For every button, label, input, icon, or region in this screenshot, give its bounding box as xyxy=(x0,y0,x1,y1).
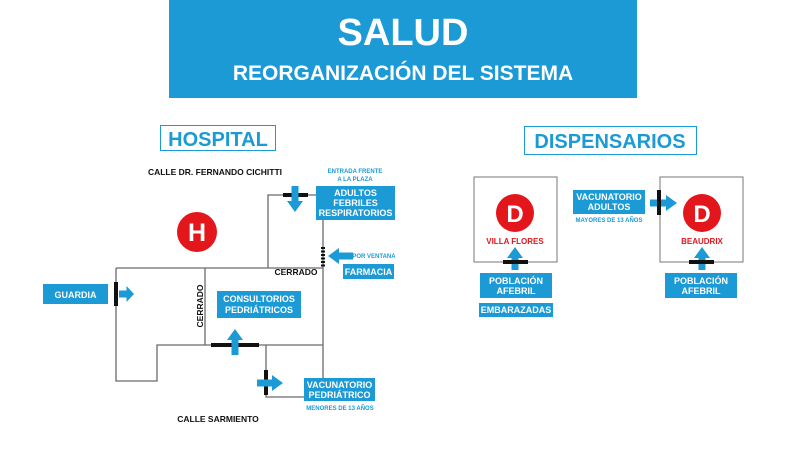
arrow-consultorios-icon xyxy=(227,329,243,355)
hospital-title: HOSPITAL xyxy=(168,129,268,151)
svg-text:POBLACIÓN: POBLACIÓN xyxy=(489,275,543,286)
svg-text:D: D xyxy=(506,201,523,228)
svg-text:D: D xyxy=(693,201,710,228)
street-top: CALLE DR. FERNANDO CICHITTI xyxy=(148,167,282,177)
vacunatorio-adultos-note: MAYORES DE 13 AÑOS xyxy=(576,217,643,224)
arrow-adultos-icon xyxy=(287,186,303,212)
arrow-villa-flores-icon xyxy=(507,247,523,270)
svg-text:PEDRIÁTRICO: PEDRIÁTRICO xyxy=(308,390,370,400)
adultos-febriles-box: ADULTOS FEBRILES RESPIRATORIOS xyxy=(316,186,395,220)
arrow-vacunatorio-icon xyxy=(257,375,283,391)
entrance-note-2: A LA PLAZA xyxy=(337,177,373,183)
svg-text:CONSULTORIOS: CONSULTORIOS xyxy=(223,294,295,304)
hospital-section: HOSPITAL CALLE DR. FERNANDO CICHITTI CAL… xyxy=(43,125,710,424)
svg-text:H: H xyxy=(188,219,206,247)
header-banner: SALUD REORGANIZACIÓN DEL SISTEMA xyxy=(169,0,637,98)
svg-text:PEDRIÁTRICOS: PEDRIÁTRICOS xyxy=(225,305,293,315)
beaudrix-name: BEAUDRIX xyxy=(681,237,723,246)
consultorios-box: CONSULTORIOS PEDRIÁTRICOS xyxy=(217,291,301,318)
svg-text:ADULTOS: ADULTOS xyxy=(588,202,631,212)
svg-text:FARMACIA: FARMACIA xyxy=(345,267,393,277)
header-title: SALUD xyxy=(338,12,469,54)
svg-text:GUARDIA: GUARDIA xyxy=(55,290,97,300)
svg-text:ADULTOS: ADULTOS xyxy=(334,188,377,198)
por-ventana-label: POR VENTANA xyxy=(352,254,396,260)
villa-flores-name: VILLA FLORES xyxy=(486,237,544,246)
building-walls xyxy=(115,194,324,398)
svg-text:RESPIRATORIOS: RESPIRATORIOS xyxy=(319,208,393,218)
farmacia-box: FARMACIA xyxy=(343,264,394,279)
guardia-box: GUARDIA xyxy=(43,284,108,304)
hospital-symbol: H xyxy=(177,212,217,252)
svg-text:AFEBRIL: AFEBRIL xyxy=(497,286,536,296)
street-bottom: CALLE SARMIENTO xyxy=(177,414,259,424)
header-subtitle: REORGANIZACIÓN DEL SISTEMA xyxy=(233,61,573,85)
beaudrix: D BEAUDRIX POBLACIÓN AFEBRIL xyxy=(657,176,744,298)
villa-flores: D VILLA FLORES POBLACIÓN AFEBRIL EMBARAZ… xyxy=(473,176,558,317)
svg-text:AFEBRIL: AFEBRIL xyxy=(682,286,721,296)
arrow-guardia-icon xyxy=(119,286,134,302)
arrow-beaudrix-icon xyxy=(694,247,710,270)
embarazadas-label: EMBARAZADAS xyxy=(481,305,552,315)
dispensarios-title: DISPENSARIOS xyxy=(534,131,685,153)
svg-text:VACUNATORIO: VACUNATORIO xyxy=(576,192,642,202)
cerrado-horizontal: CERRADO xyxy=(275,267,318,277)
svg-text:VACUNATORIO: VACUNATORIO xyxy=(307,380,373,390)
vacunatorio-pediatrico-box: VACUNATORIO PEDRIÁTRICO xyxy=(304,378,375,401)
arrow-farmacia-icon xyxy=(328,248,353,264)
svg-text:POBLACIÓN: POBLACIÓN xyxy=(674,275,728,286)
vacunatorio-adultos-box: VACUNATORIO ADULTOS xyxy=(573,190,645,214)
svg-text:FEBRILES: FEBRILES xyxy=(333,198,378,208)
arrow-vacunatorio-adultos-icon xyxy=(650,195,677,211)
entrance-note-1: ENTRADA FRENTE xyxy=(328,169,383,175)
dispensarios-section: DISPENSARIOS D VILLA FLORES POBLACIÓN AF… xyxy=(473,126,744,317)
cerrado-vertical: CERRADO xyxy=(195,284,205,327)
vacunatorio-note: MENORES DE 13 AÑOS xyxy=(306,405,373,412)
